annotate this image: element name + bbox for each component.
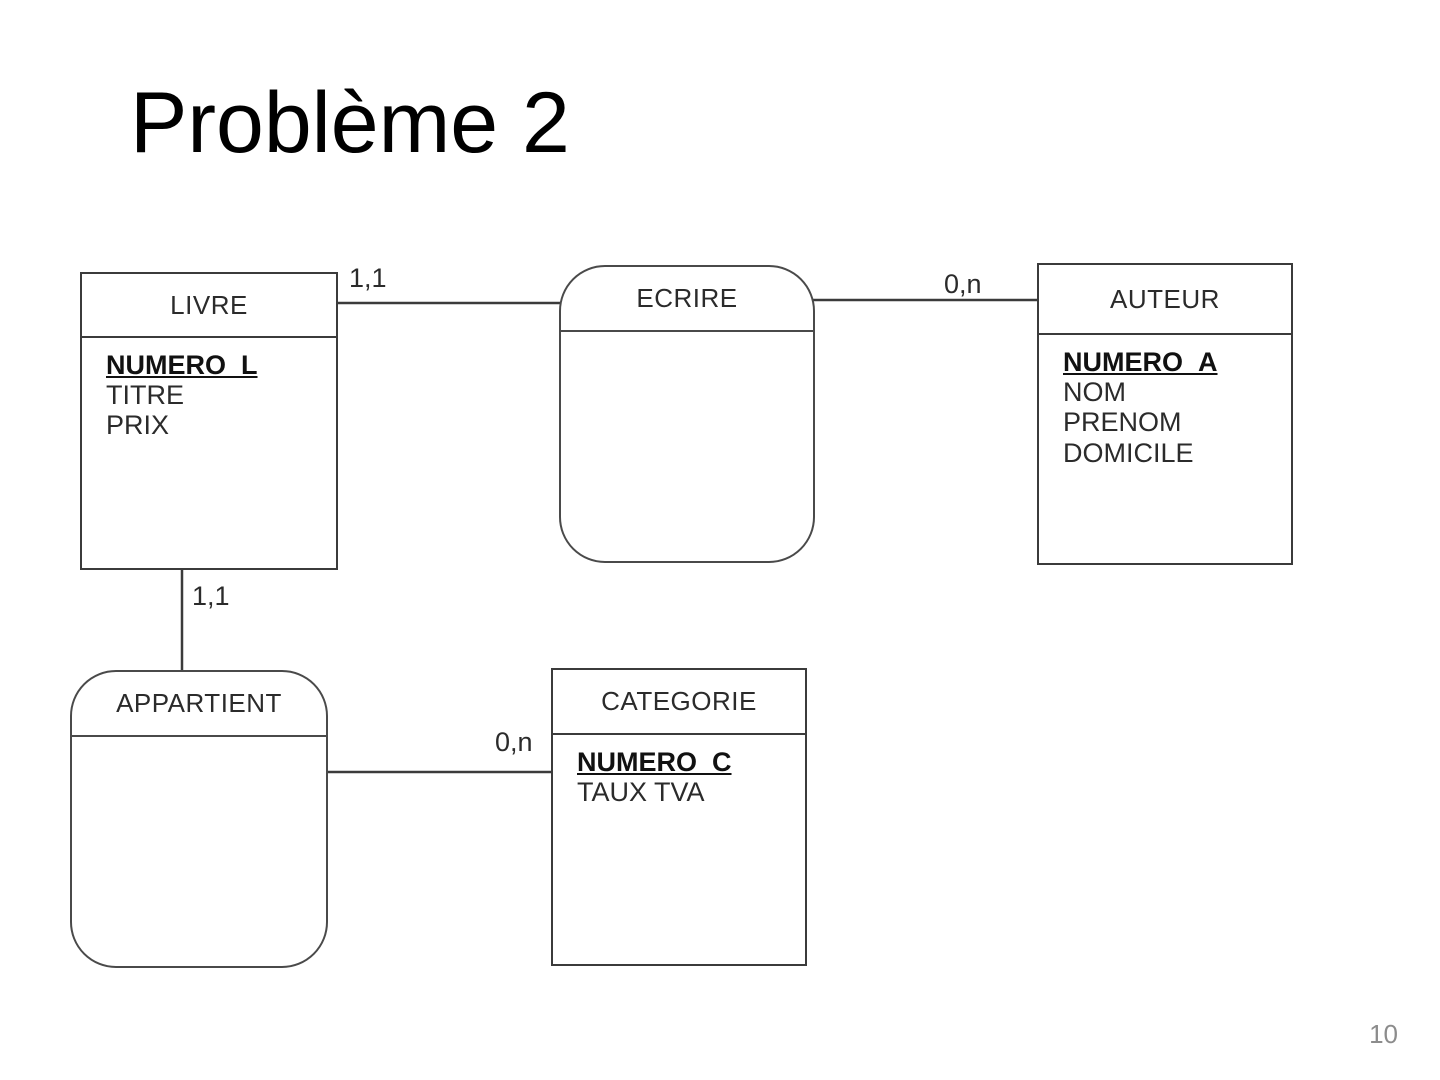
attribute-row: TITRE (106, 380, 184, 411)
entity-auteur-attributes: NUMERO_A NOM PRENOM DOMICILE (1039, 335, 1291, 563)
cardinality-livre-ecrire: 1,1 (349, 263, 387, 293)
relationship-ecrire-body (561, 332, 813, 561)
relationship-appartient-body (72, 737, 326, 966)
entity-livre-attributes: NUMERO_L TITRE PRIX (82, 338, 336, 568)
entity-categorie-title: CATEGORIE (601, 686, 757, 716)
relationship-ecrire[interactable]: ECRIRE (559, 265, 815, 563)
entity-auteur[interactable]: AUTEUR NUMERO_A NOM PRENOM DOMICILE (1037, 263, 1293, 565)
relationship-appartient[interactable]: APPARTIENT (70, 670, 328, 968)
cardinality-appartient-categorie: 0,n (495, 727, 533, 757)
attribute-row: DOMICILE (1063, 437, 1194, 468)
entity-livre-title: LIVRE (170, 289, 248, 320)
entity-auteur-title: AUTEUR (1110, 283, 1220, 314)
cardinality-ecrire-auteur: 0,n (944, 269, 982, 299)
entity-categorie-attributes: NUMERO_C TAUX TVA (553, 735, 805, 964)
attribute-row: NUMERO_A (1063, 347, 1218, 377)
page-title: Problème 2 (130, 75, 570, 171)
attribute-row: NUMERO_L (106, 350, 258, 380)
relationship-appartient-header: APPARTIENT (72, 672, 326, 737)
attribute-row: TAUX TVA (577, 777, 705, 808)
relationship-ecrire-title: ECRIRE (636, 283, 738, 313)
entity-livre[interactable]: LIVRE NUMERO_L TITRE PRIX (80, 272, 338, 570)
attribute-row: PRIX (106, 410, 170, 441)
page-number: 10 (1369, 1019, 1398, 1049)
entity-categorie[interactable]: CATEGORIE NUMERO_C TAUX TVA (551, 668, 807, 966)
relationship-ecrire-header: ECRIRE (561, 267, 813, 332)
attribute-row: PRENOM (1063, 407, 1182, 438)
entity-livre-header: LIVRE (82, 274, 336, 338)
cardinality-livre-appartient: 1,1 (192, 581, 230, 611)
attribute-row: NUMERO_C (577, 747, 732, 777)
entity-auteur-header: AUTEUR (1039, 265, 1291, 335)
entity-categorie-header: CATEGORIE (553, 670, 805, 735)
attribute-row: NOM (1063, 377, 1126, 408)
relationship-appartient-title: APPARTIENT (116, 688, 282, 718)
